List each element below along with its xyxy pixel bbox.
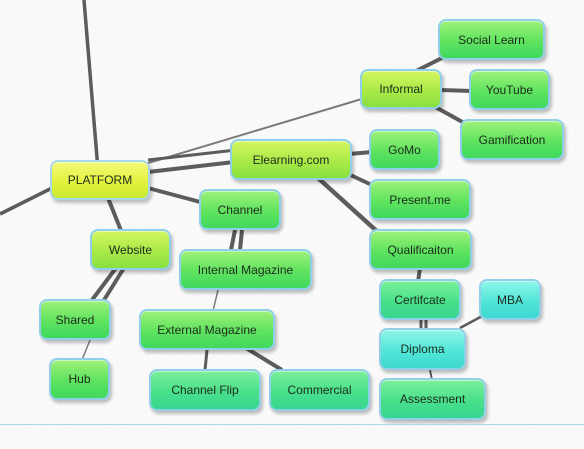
edge-elearning-gomo	[348, 150, 373, 156]
node-elearning[interactable]: Elearning.com	[230, 139, 352, 180]
edge-external-commercial	[244, 346, 284, 372]
node-external-magazine[interactable]: External Magazine	[139, 309, 275, 350]
edge-platform-offtop	[82, 0, 100, 171]
edge-website-shared-a	[90, 266, 118, 302]
edge-platform-website	[106, 197, 124, 234]
node-mba[interactable]: MBA	[479, 279, 541, 320]
edge-platform-channel	[147, 186, 205, 205]
edge-informal-youtube	[440, 88, 473, 93]
edge-platform-elearning-2	[147, 148, 237, 162]
edge-platform-informal	[144, 97, 366, 165]
edge-website-shared-b	[102, 266, 126, 302]
node-internal-magazine[interactable]: Internal Magazine	[179, 249, 312, 290]
edge-platform-offleft	[0, 186, 53, 216]
node-hub[interactable]: Hub	[49, 358, 110, 400]
node-shared[interactable]: Shared	[39, 299, 111, 340]
edge-external-channelflip	[203, 349, 209, 371]
node-youtube[interactable]: YouTube	[469, 69, 550, 110]
node-qualification[interactable]: Qualificaiton	[369, 229, 472, 270]
node-website[interactable]: Website	[90, 229, 171, 270]
node-commercial[interactable]: Commercial	[269, 369, 370, 411]
node-assessment[interactable]: Assessment	[379, 378, 486, 420]
edge-channel-internal-b	[238, 229, 244, 251]
node-channel[interactable]: Channel	[199, 189, 281, 230]
edge-shared-hub	[81, 339, 91, 361]
node-diploma[interactable]: Diploma	[379, 328, 466, 370]
node-platform[interactable]: PLATFORM	[50, 160, 150, 200]
bottom-divider	[0, 424, 584, 425]
node-social-learn[interactable]: Social Learn	[438, 19, 545, 60]
node-channel-flip[interactable]: Channel Flip	[149, 369, 261, 411]
node-presentme[interactable]: Present.me	[369, 179, 471, 220]
node-gomo[interactable]: GoMo	[369, 129, 440, 170]
node-certificate[interactable]: Certifcate	[379, 279, 461, 320]
edge-internal-external	[212, 289, 219, 312]
node-gamification[interactable]: Gamification	[460, 119, 564, 160]
edge-elearning-qualification	[316, 176, 382, 236]
node-informal[interactable]: Informal	[360, 69, 442, 109]
edge-platform-elearning	[147, 160, 235, 174]
edge-channel-internal-a	[229, 229, 237, 251]
